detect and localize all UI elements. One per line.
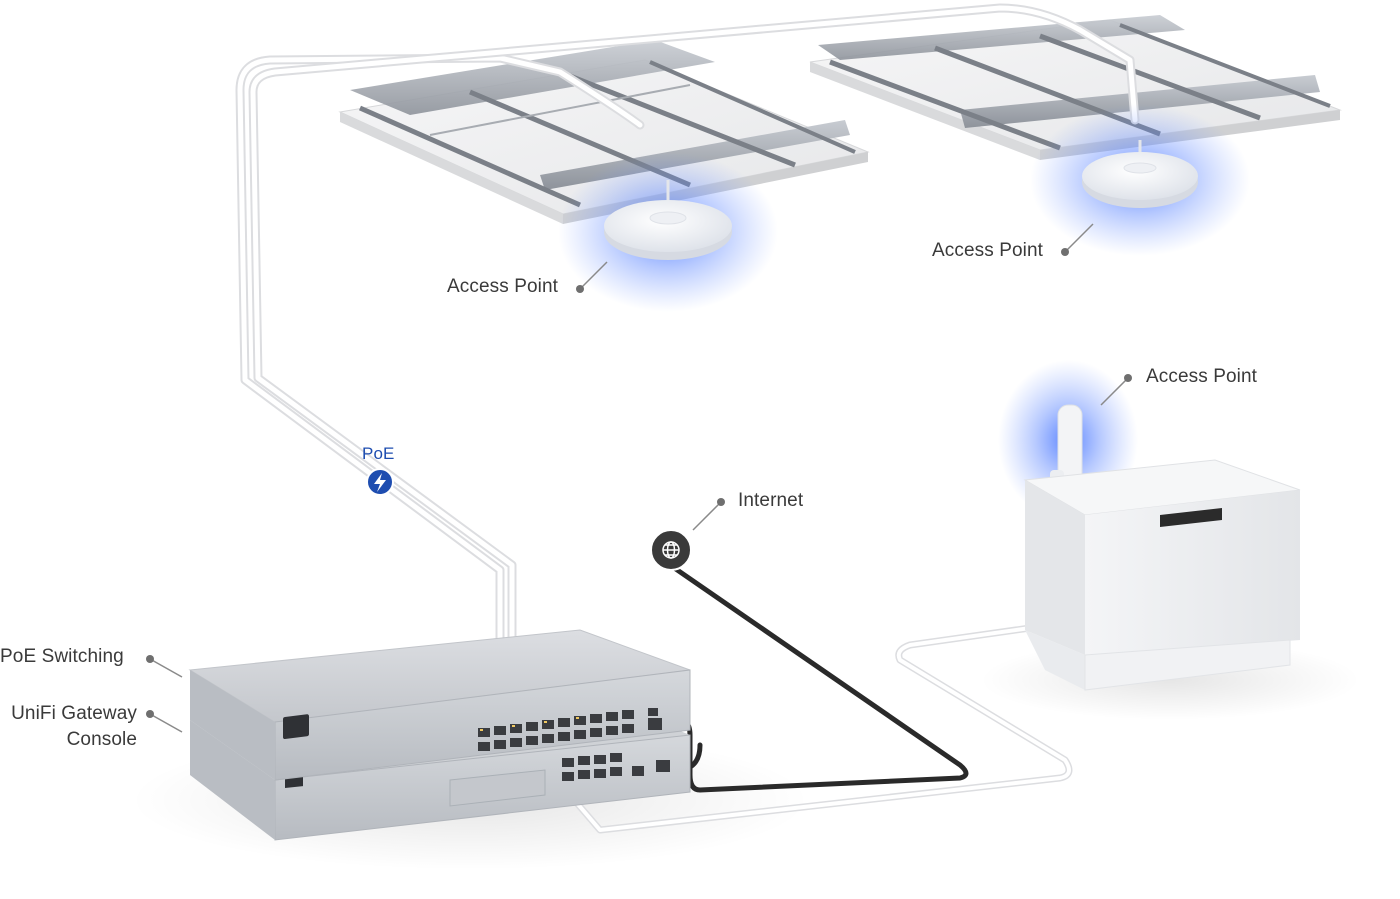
ceiling-ap-left [558,152,778,312]
ceiling-ap-right [1030,104,1250,256]
lightning-bolt-icon [366,468,394,496]
poe-label: PoE [362,444,395,463]
gateway-label-line1: UniFi Gateway [11,703,137,724]
ap-outdoor-label: Access Point [1146,366,1258,387]
internet-label: Internet [738,490,804,511]
gateway-label-line2: Console [66,729,137,750]
poe-switch [188,629,691,781]
ap-ceiling-right-label: Access Point [932,240,1044,261]
globe-icon [650,529,692,571]
outdoor-ap-enclosure [998,360,1301,691]
ceiling-panel-right [809,15,1342,160]
poe-cable [235,3,1140,740]
poe-switching-label: PoE Switching [0,646,124,667]
ap-ceiling-left-label: Access Point [447,276,559,297]
gateway-console-label: UniFi Gateway Console [0,701,137,753]
leader-lines [146,223,1132,733]
lan-cable-outdoor [536,624,1073,834]
